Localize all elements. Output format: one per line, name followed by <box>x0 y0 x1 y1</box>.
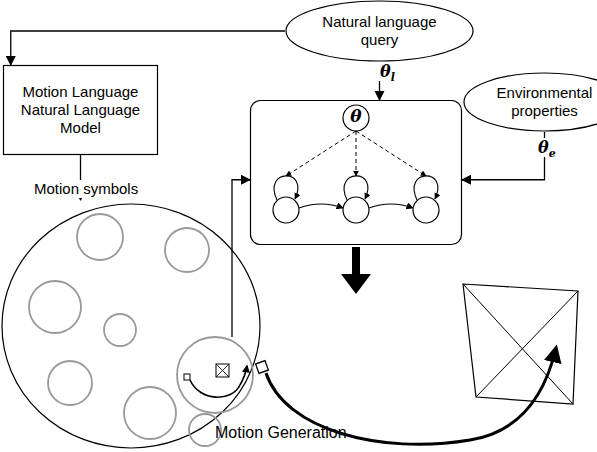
flow-arrow <box>462 132 545 180</box>
output-label: Motion Generation <box>215 424 347 442</box>
set-label: Motion symbols <box>32 180 140 198</box>
motion-symbol-set-outline <box>0 180 262 450</box>
environment-ellipse: Environmental properties <box>463 72 597 132</box>
parameter-label: θl <box>378 62 397 81</box>
flow-arrow <box>232 180 250 337</box>
parameter-symbol: θ <box>250 106 462 126</box>
node-text: Natural language query <box>315 13 445 49</box>
motion-symbol-set: Motion symbols <box>0 180 262 450</box>
flow-arrow <box>11 31 285 65</box>
parameter-label: θe <box>536 138 558 157</box>
node-text: Motion Language Natural Language Model <box>14 83 148 137</box>
model-box: Motion Language Natural Language Model <box>3 65 158 155</box>
output-arrow <box>341 247 371 294</box>
node-text: Environmental properties <box>489 84 597 120</box>
query-ellipse: Natural language query <box>285 0 474 62</box>
graphical-model-box: θ <box>250 100 462 245</box>
generated-motion <box>256 284 578 444</box>
